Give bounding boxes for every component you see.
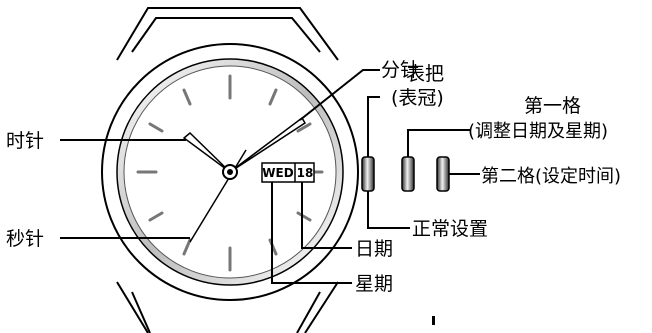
leader-lines — [60, 69, 480, 284]
crown-label-sub: (表冠) — [391, 87, 444, 109]
second-position-label: 第二格(设定时间) — [481, 166, 621, 187]
day-date-window: WED 18 — [261, 162, 315, 183]
crown-label: 表把 — [406, 63, 444, 85]
minute-hand — [229, 116, 307, 173]
hour-hand — [182, 131, 231, 173]
crown-first-position — [401, 156, 415, 192]
date-label: 日期 — [355, 238, 393, 260]
weekday-label: 星期 — [355, 273, 393, 295]
crown-normal-position — [361, 156, 375, 192]
first-position-title: 第一格 — [524, 95, 581, 117]
hour-hand-label: 时针 — [6, 130, 44, 152]
second-hand-label: 秒针 — [6, 228, 44, 250]
stray-mark — [432, 316, 435, 325]
second-hand — [189, 149, 247, 243]
normal-position-label: 正常设置 — [412, 218, 488, 240]
crown-second-position — [436, 156, 450, 192]
watch-lugs — [116, 7, 339, 333]
minute-hand-label: 分针 — [381, 59, 419, 81]
hour-markers — [136, 74, 324, 272]
weekday-window-text: WED — [262, 166, 293, 180]
first-position-desc: (调整日期及星期) — [468, 121, 608, 142]
date-window-text: 18 — [297, 166, 314, 180]
